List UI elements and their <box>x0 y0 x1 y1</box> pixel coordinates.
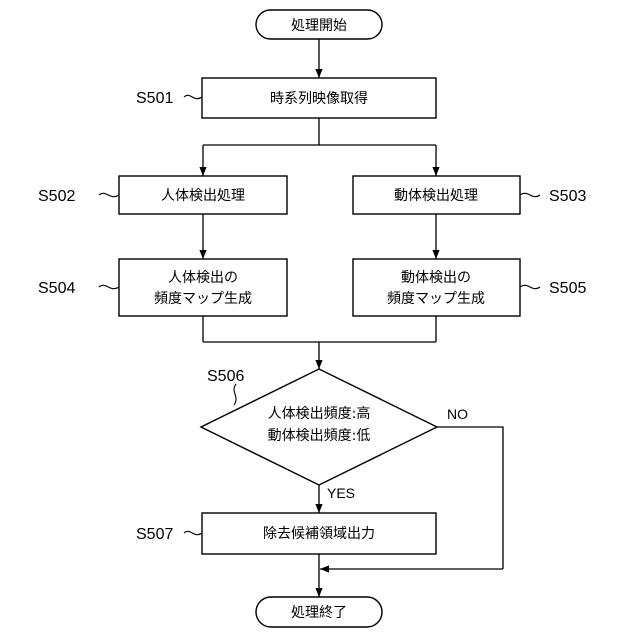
decision-s506: 人体検出頻度:高 動体検出頻度:低 <box>201 369 437 485</box>
yes-label: YES <box>327 485 355 501</box>
s501-text: 時系列映像取得 <box>270 90 368 107</box>
connector-no-branch <box>437 427 503 569</box>
s507-step-label: S507 <box>136 526 173 543</box>
step-s501: 時系列映像取得 <box>202 78 436 118</box>
start-label: 処理開始 <box>291 18 347 34</box>
start-terminal: 処理開始 <box>256 10 382 39</box>
s506-text-line2: 動体検出頻度:低 <box>268 428 371 444</box>
s501-leader <box>184 95 202 98</box>
s502-step-label: S502 <box>38 188 75 205</box>
step-s504: 人体検出の 頻度マップ生成 <box>119 259 287 316</box>
s505-leader <box>520 285 540 288</box>
s507-leader <box>184 531 202 534</box>
end-label: 処理終了 <box>291 605 347 621</box>
s507-text: 除去候補領域出力 <box>263 525 375 542</box>
s504-leader <box>99 285 119 288</box>
no-label: NO <box>447 406 468 422</box>
s506-text-line1: 人体検出頻度:高 <box>268 405 371 422</box>
s503-leader <box>520 193 540 196</box>
s506-step-label: S506 <box>207 368 244 385</box>
s504-step-label: S504 <box>38 280 75 297</box>
step-s505: 動体検出の 頻度マップ生成 <box>353 259 520 316</box>
s504-text-line1: 人体検出の <box>168 270 238 286</box>
s503-step-label: S503 <box>549 188 586 205</box>
s505-text-line1: 動体検出の <box>401 270 471 286</box>
s506-leader <box>234 384 236 405</box>
step-s503: 動体検出処理 <box>353 176 520 214</box>
s502-leader <box>99 193 119 196</box>
step-s507: 除去候補領域出力 <box>202 513 436 554</box>
end-terminal: 処理終了 <box>256 597 382 627</box>
s505-text-line2: 頻度マップ生成 <box>387 291 485 307</box>
s503-text: 動体検出処理 <box>394 188 478 204</box>
s504-text-line2: 頻度マップ生成 <box>154 291 252 307</box>
step-s502: 人体検出処理 <box>119 176 287 214</box>
s505-step-label: S505 <box>549 280 586 297</box>
s502-text: 人体検出処理 <box>161 188 245 204</box>
s501-step-label: S501 <box>136 90 173 107</box>
